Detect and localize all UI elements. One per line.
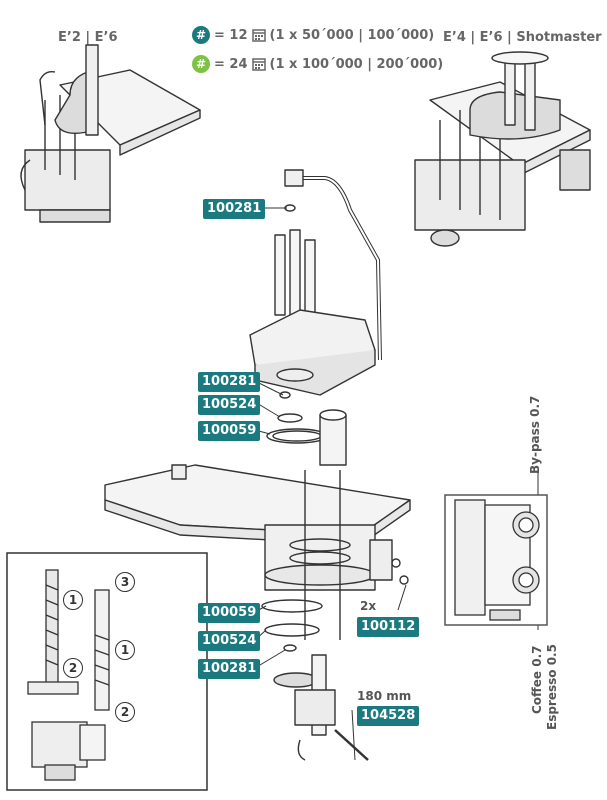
part-badge-seal-1: 100524	[198, 395, 261, 415]
step-number: 1	[63, 590, 83, 610]
bypass-label: By-pass 0.7	[528, 395, 542, 474]
part-badge-ring-2: 100059	[198, 603, 261, 623]
bypass-detail-inset	[444, 494, 548, 626]
length-label: 180 mm	[357, 689, 412, 703]
step-number: 2	[115, 702, 135, 722]
legend-row-2: # = 24 (1 x 100´000 | 200´000)	[192, 55, 443, 73]
green-count-dot: #	[192, 55, 210, 73]
calendar-icon	[251, 29, 266, 42]
machine-e2-e6-illustration	[20, 44, 201, 223]
machine-e4-shotmaster-illustration	[414, 51, 591, 247]
espresso-label: Espresso 0.5	[545, 644, 559, 730]
calendar-icon	[251, 58, 266, 71]
part-badge-rod: 104528	[357, 706, 420, 726]
part-badge-seal-2: 100524	[198, 631, 261, 651]
step-number: 2	[63, 658, 83, 678]
legend-2-detail: (1 x 100´000 | 200´000)	[269, 56, 444, 72]
step-number: 1	[115, 640, 135, 660]
step-number: 3	[115, 572, 135, 592]
left-machine-title: E’2 | E’6	[58, 30, 118, 45]
right-machine-title: E’4 | E’6 | Shotmaster	[443, 30, 602, 45]
quantity-label: 2x	[360, 599, 377, 613]
part-badge-oring-1: 100281	[198, 372, 261, 392]
lubrication-instructions-inset	[6, 552, 208, 791]
part-badge-oring-2: 100281	[198, 659, 261, 679]
coffee-label: Coffee 0.7	[530, 645, 544, 714]
part-badge-valve-oring: 100112	[357, 617, 420, 637]
part-badge-top-oring: 100281	[203, 199, 266, 219]
teal-count-dot: #	[192, 26, 210, 44]
part-badge-ring-1: 100059	[198, 421, 261, 441]
legend-1-text: = 12	[214, 27, 248, 43]
brew-unit-exploded	[104, 169, 411, 761]
legend-1-detail: (1 x 50´000 | 100´000)	[269, 27, 435, 43]
legend-row-1: # = 12 (1 x 50´000 | 100´000)	[192, 26, 434, 44]
legend-2-text: = 24	[214, 56, 248, 72]
